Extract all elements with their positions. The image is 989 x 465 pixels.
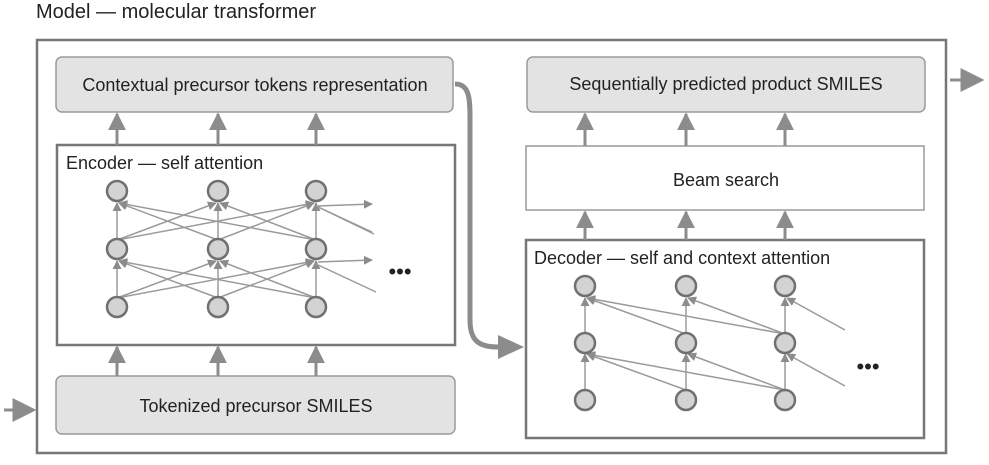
encoder-node [206, 179, 230, 203]
decoder-node [573, 331, 597, 355]
encoder-node [304, 295, 328, 319]
encoder-nodes [105, 179, 328, 319]
encoder-input-label: Tokenized precursor SMILES [139, 396, 372, 416]
encoder-node [105, 237, 129, 261]
decoder-node [674, 274, 698, 298]
model-frame [35, 38, 948, 455]
beam-search-label: Beam search [673, 170, 779, 190]
diagram-title: Model — molecular transformer [36, 1, 316, 23]
decoder-node [773, 274, 797, 298]
encoder-input-box [55, 375, 456, 435]
encoder-node [304, 237, 328, 261]
decoder-output-box [526, 56, 926, 113]
decoder-attention-edges [580, 295, 846, 391]
encoder-ellipsis: ••• [388, 259, 411, 284]
encoder-output-box [55, 56, 454, 113]
encoder-attention-edges [112, 199, 377, 299]
encoder-node [304, 179, 328, 203]
encoder-node [105, 295, 129, 319]
decoder-ellipsis: ••• [856, 354, 879, 379]
encoder-node [206, 295, 230, 319]
encoder-title: Encoder — self attention [66, 153, 263, 173]
decoder-title: Decoder — self and context attention [534, 248, 830, 268]
encoder-node [206, 237, 230, 261]
encoder-input-arrows [108, 345, 325, 376]
decoder-node [773, 388, 797, 412]
decoder-node [674, 331, 698, 355]
encoder-node [105, 179, 129, 203]
decoder-output-label: Sequentially predicted product SMILES [569, 74, 882, 94]
context-flow-arrowhead [498, 335, 524, 359]
decoder-node [773, 331, 797, 355]
decoder-to-beam-arrows [576, 210, 794, 240]
decoder-nodes [573, 274, 797, 412]
decoder-node [573, 274, 597, 298]
encoder-output-arrows [108, 112, 325, 145]
context-flow-arrow [454, 81, 499, 350]
decoder-node [573, 388, 597, 412]
decoder-node [674, 388, 698, 412]
beam-output-arrows [576, 112, 794, 146]
encoder-output-label: Contextual precursor tokens representati… [82, 75, 427, 95]
beam-search-box [525, 145, 925, 211]
